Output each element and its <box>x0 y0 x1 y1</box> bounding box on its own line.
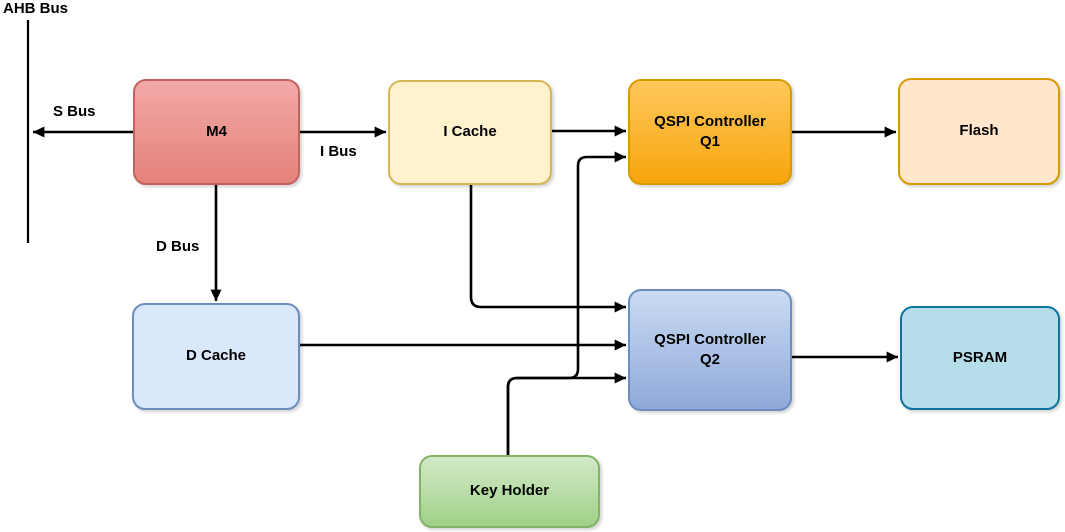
i-bus-label: I Bus <box>320 143 357 160</box>
node-i-cache: I Cache <box>388 80 552 185</box>
node-qspi-controller-q1: QSPI Controller Q1 <box>628 79 792 185</box>
node-d-cache: D Cache <box>132 303 300 410</box>
node-m4-label: M4 <box>206 122 227 140</box>
node-d-cache-label: D Cache <box>185 347 247 365</box>
ahb-bus-label: AHB Bus <box>3 0 69 17</box>
d-bus-label: D Bus <box>156 238 200 255</box>
s-bus-label: S Bus <box>53 103 96 120</box>
node-qspi-controller-q2-label: QSPI Controller Q2 <box>654 330 766 368</box>
node-psram-label: PSRAM <box>952 348 1008 366</box>
node-m4: M4 <box>133 79 300 185</box>
node-flash: Flash <box>898 78 1060 185</box>
node-key-holder: Key Holder <box>419 455 600 528</box>
edge-keyholder-to-q1 <box>506 151 627 455</box>
edge-icache-to-q2 <box>469 185 627 313</box>
node-flash-label: Flash <box>959 122 999 140</box>
edge-keyholder-to-q2 <box>506 372 627 455</box>
node-qspi-controller-q2: QSPI Controller Q2 <box>628 289 792 411</box>
node-psram: PSRAM <box>900 306 1060 410</box>
node-i-cache-label: I Cache <box>443 123 497 141</box>
node-qspi-controller-q1-label: QSPI Controller Q1 <box>654 112 766 150</box>
node-key-holder-label: Key Holder <box>469 482 550 500</box>
